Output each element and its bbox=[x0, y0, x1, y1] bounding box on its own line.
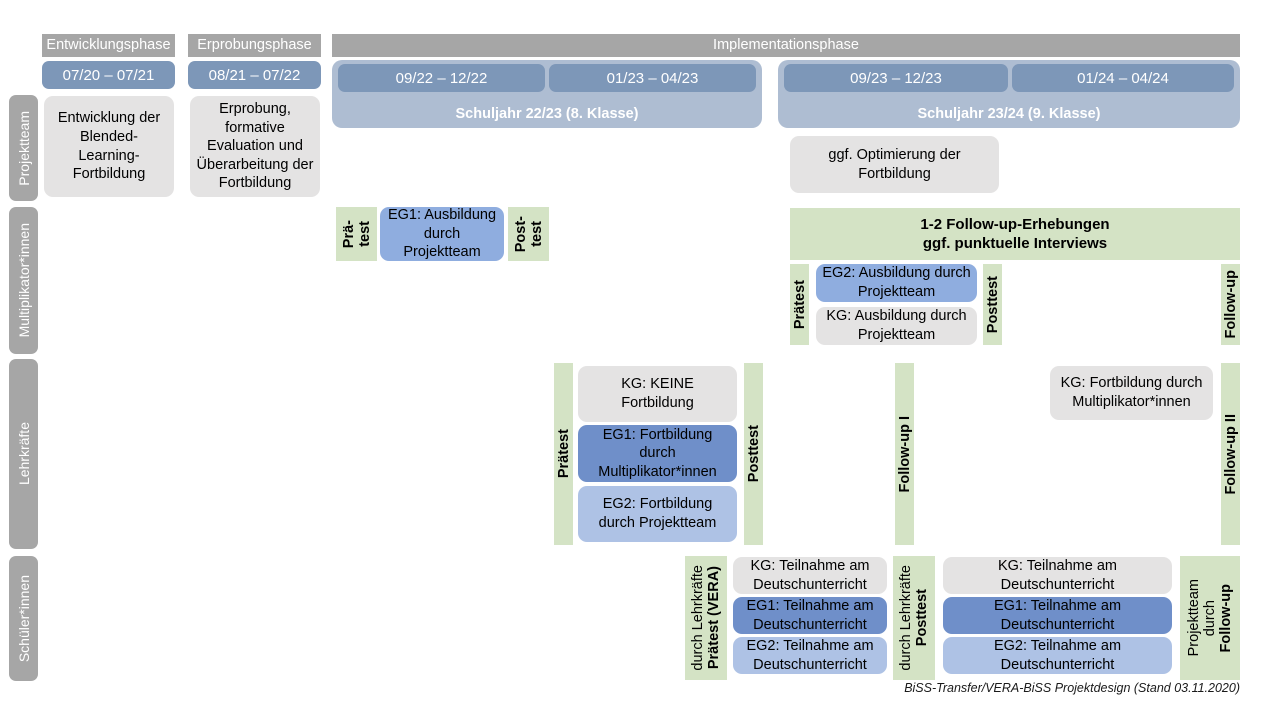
date-pill-label: 01/23 – 04/23 bbox=[606, 69, 699, 87]
date-pill-0923-1223: 09/23 – 12/23 bbox=[784, 64, 1008, 92]
box-entwicklung-blended-learning: Entwicklung der Blended-Learning-Fortbil… bbox=[44, 96, 174, 197]
test-bar-followup-schueler: Follow-up durch Projektteam bbox=[1180, 556, 1240, 680]
box-label: EG1: Fortbildung durch Multiplikator*inn… bbox=[598, 426, 717, 480]
row-label-schuelerinnen: Schüler*innen bbox=[9, 556, 38, 681]
box-ggf-optimierung-fortbildung: ggf. Optimierung der Fortbildung bbox=[790, 136, 999, 193]
test-bar-followup-1-lehrkraefte: Follow-up I bbox=[895, 363, 914, 545]
test-bar-posttest-lehrkraefte: Posttest bbox=[744, 363, 763, 545]
box-schueler-eg1-block2: EG1: Teilnahme am Deutschunterricht bbox=[943, 597, 1172, 634]
phase-banner-erprobungsphase: Erprobungsphase bbox=[188, 34, 321, 57]
date-pill-label: 09/22 – 12/22 bbox=[395, 69, 488, 87]
box-eg2-ausbildung-projektteam: EG2: Ausbildung durch Projektteam bbox=[816, 264, 977, 302]
box-label: KG: KEINE Fortbildung bbox=[621, 376, 694, 411]
box-kg-ausbildung-projektteam: KG: Ausbildung durch Projektteam bbox=[816, 307, 977, 345]
test-bar-label-line2: test bbox=[528, 221, 545, 247]
test-bar-label: Posttest bbox=[984, 275, 1001, 334]
box-schueler-kg-block1: KG: Teilnahme am Deutschunterricht bbox=[733, 557, 887, 594]
footer-credit: BiSS-Transfer/VERA-BiSS Projektdesign (S… bbox=[904, 681, 1240, 695]
box-eg2-fortbildung-projektteam: EG2: Fortbildung durch Projektteam bbox=[578, 486, 737, 542]
test-bar-label: Posttest bbox=[745, 425, 762, 483]
test-bar-praetest-lehrkraefte: Prätest bbox=[554, 363, 573, 545]
test-bar-label: Prätest bbox=[555, 429, 572, 479]
date-pill-label: 01/24 – 04/24 bbox=[1077, 69, 1169, 87]
test-bar-followup-multiplikatoren: Follow-up bbox=[1221, 264, 1240, 345]
date-pill-0124-0424: 01/24 – 04/24 bbox=[1012, 64, 1234, 92]
banner-followup-line1: 1-2 Follow-up-Erhebungen bbox=[920, 215, 1110, 233]
test-bar-praetest-multiplikatoren-1: Prä- test bbox=[336, 207, 377, 261]
box-label: EG1: Teilnahme am Deutschunterricht bbox=[993, 597, 1122, 633]
test-bar-posttest-multiplikatoren-1: Post- test bbox=[508, 207, 549, 261]
box-label: EG1: Ausbildung durch Projektteam bbox=[387, 207, 497, 261]
row-label-text: Schüler*innen bbox=[15, 574, 32, 663]
box-schueler-eg1-block1: EG1: Teilnahme am Deutschunterricht bbox=[733, 597, 887, 634]
box-label: KG: Fortbildung durch Multiplikator*inne… bbox=[1060, 375, 1203, 410]
test-bar-label-sub1: durch bbox=[1202, 599, 1218, 637]
box-label: Entwicklung der Blended-Learning-Fortbil… bbox=[57, 110, 161, 183]
test-bar-followup-2-lehrkraefte: Follow-up II bbox=[1221, 363, 1240, 545]
banner-followup-line2: ggf. punktuelle Interviews bbox=[922, 235, 1108, 252]
row-label-lehrkraefte: Lehrkräfte bbox=[9, 359, 38, 549]
test-bar-label-sub: durch Lehrkräfte bbox=[690, 565, 706, 671]
banner-followup-erhebungen: 1-2 Follow-up-Erhebungen ggf. punktuelle… bbox=[790, 208, 1240, 260]
box-erprobung-evaluation: Erprobung, formative Evaluation und Über… bbox=[190, 96, 320, 197]
box-schueler-eg2-block1: EG2: Teilnahme am Deutschunterricht bbox=[733, 637, 887, 674]
date-pill-0821-0722: 08/21 – 07/22 bbox=[188, 61, 321, 89]
box-label: Erprobung, formative Evaluation und Über… bbox=[196, 101, 314, 192]
row-label-text: Multiplikator*innen bbox=[15, 223, 32, 338]
box-label: EG2: Teilnahme am Deutschunterricht bbox=[993, 637, 1122, 673]
schoolyear-label-2223: Schuljahr 22/23 (8. Klasse) bbox=[455, 106, 639, 122]
box-label: EG2: Ausbildung durch Projektteam bbox=[822, 265, 971, 300]
date-pill-0123-0423: 01/23 – 04/23 bbox=[549, 64, 756, 92]
date-pill-label: 09/23 – 12/23 bbox=[850, 69, 942, 87]
test-bar-label-sub: durch Lehrkräfte bbox=[898, 565, 914, 671]
schoolyear-group-2324: 09/23 – 12/23 01/24 – 04/24 Schuljahr 23… bbox=[778, 60, 1240, 128]
row-label-text: Lehrkräfte bbox=[15, 422, 32, 486]
test-bar-label-line1: Prä- bbox=[340, 219, 357, 249]
box-label: KG: Teilnahme am Deutschunterricht bbox=[997, 557, 1117, 593]
box-label: EG2: Fortbildung durch Projektteam bbox=[598, 496, 717, 531]
box-label: KG: Ausbildung durch Projektteam bbox=[826, 308, 967, 343]
test-bar-label-sub2: Projektteam bbox=[1186, 579, 1202, 657]
test-bar-label-line1: Post- bbox=[512, 215, 529, 253]
box-label: EG1: Teilnahme am Deutschunterricht bbox=[746, 597, 874, 633]
test-bar-praetest-vera-schueler: Prätest (VERA) durch Lehrkräfte bbox=[685, 556, 727, 680]
phase-banner-label: Entwicklungsphase bbox=[46, 36, 171, 53]
phase-banner-label: Implementationsphase bbox=[713, 36, 859, 53]
row-label-text: Projektteam bbox=[15, 110, 32, 186]
schoolyear-label-2324: Schuljahr 23/24 (9. Klasse) bbox=[917, 106, 1101, 122]
test-bar-label: Follow-up bbox=[1222, 270, 1239, 339]
date-pill-0720-0721: 07/20 – 07/21 bbox=[42, 61, 175, 89]
test-bar-label: Follow-up I bbox=[896, 415, 913, 493]
box-eg1-fortbildung-multiplikatoren: EG1: Fortbildung durch Multiplikator*inn… bbox=[578, 425, 737, 482]
box-schueler-kg-block2: KG: Teilnahme am Deutschunterricht bbox=[943, 557, 1172, 594]
test-bar-label-bold: Follow-up bbox=[1218, 583, 1234, 653]
row-label-multiplikatorinnen: Multiplikator*innen bbox=[9, 207, 38, 354]
test-bar-label-line2: test bbox=[356, 221, 373, 247]
date-pill-0922-1222: 09/22 – 12/22 bbox=[338, 64, 545, 92]
test-bar-posttest-multiplikatoren-2: Posttest bbox=[983, 264, 1002, 345]
schoolyear-group-2223: 09/22 – 12/22 01/23 – 04/23 Schuljahr 22… bbox=[332, 60, 762, 128]
box-eg1-ausbildung-projektteam: EG1: Ausbildung durch Projektteam bbox=[380, 207, 504, 261]
box-label: KG: Teilnahme am Deutschunterricht bbox=[750, 557, 870, 593]
box-label: EG2: Teilnahme am Deutschunterricht bbox=[746, 637, 874, 673]
box-kg-keine-fortbildung: KG: KEINE Fortbildung bbox=[578, 366, 737, 422]
test-bar-label: Follow-up II bbox=[1222, 413, 1239, 495]
row-label-projektteam: Projektteam bbox=[9, 95, 38, 201]
phase-banner-entwicklungsphase: Entwicklungsphase bbox=[42, 34, 175, 57]
date-pill-label: 07/20 – 07/21 bbox=[62, 66, 155, 84]
test-bar-posttest-schueler: Posttest durch Lehrkräfte bbox=[893, 556, 935, 680]
box-label: ggf. Optimierung der Fortbildung bbox=[828, 146, 961, 182]
phase-banner-implementationsphase: Implementationsphase bbox=[332, 34, 1240, 57]
box-schueler-eg2-block2: EG2: Teilnahme am Deutschunterricht bbox=[943, 637, 1172, 674]
date-pill-label: 08/21 – 07/22 bbox=[208, 66, 301, 84]
box-kg-fortbildung-multiplikatoren: KG: Fortbildung durch Multiplikator*inne… bbox=[1050, 366, 1213, 420]
test-bar-label-bold: Posttest bbox=[914, 589, 930, 647]
phase-banner-label: Erprobungsphase bbox=[197, 36, 312, 53]
test-bar-label: Prätest bbox=[791, 279, 808, 330]
test-bar-label-bold: Prätest (VERA) bbox=[706, 566, 722, 670]
test-bar-praetest-multiplikatoren-2: Prätest bbox=[790, 264, 809, 345]
